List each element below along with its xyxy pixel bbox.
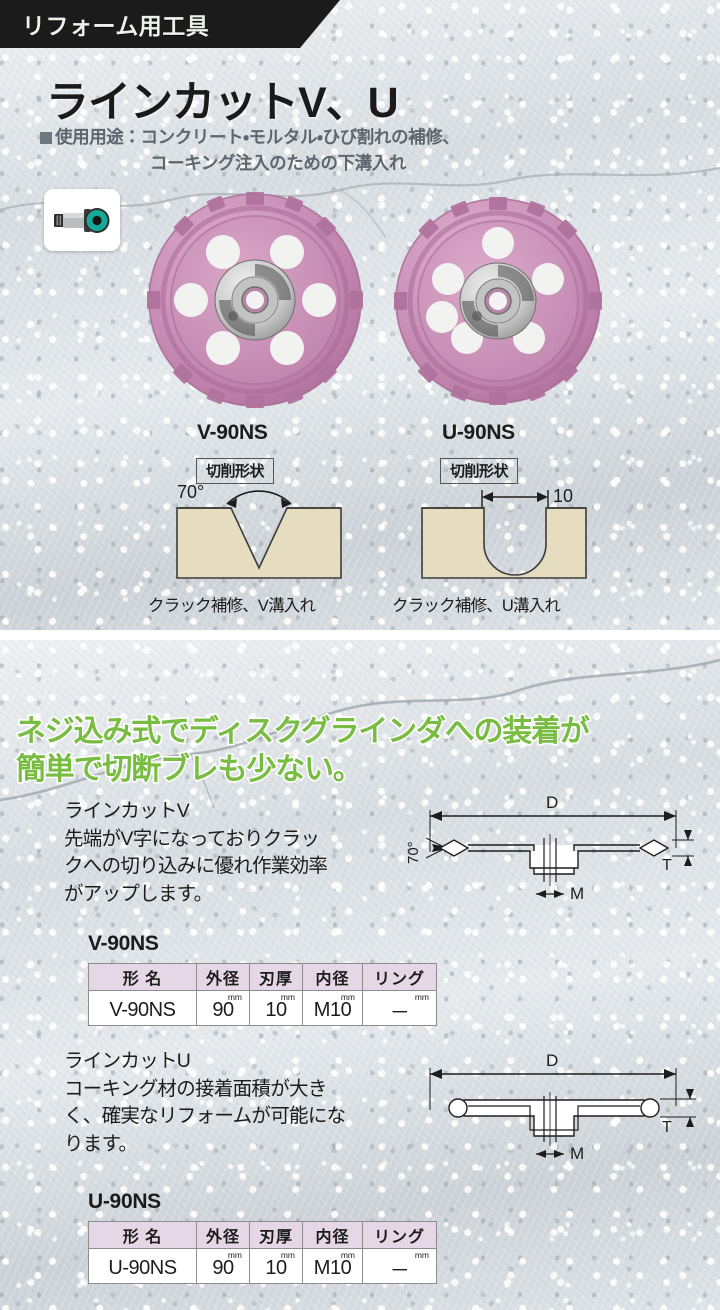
- spec-header-inner-dia-u: 内径: [302, 1221, 363, 1249]
- spec-header-outer-dia-u: 外径: [196, 1221, 250, 1249]
- usage-line-2: コーキング注入のための下溝入れ: [150, 153, 406, 173]
- product-label-v: V-90NS: [197, 421, 268, 444]
- description-u-line-3: く、確実なリフォームが可能にな: [64, 1105, 346, 1128]
- dim-d-label-u: D: [546, 1051, 558, 1070]
- groove-caption-v: クラック補修、V溝入れ: [148, 597, 316, 615]
- groove-caption-u: クラック補修、U溝入れ: [392, 597, 561, 615]
- dim-m-label-u: M: [570, 1144, 584, 1163]
- product-image-v-90ns: [145, 190, 365, 410]
- dim-t-label-u: T: [662, 1119, 672, 1136]
- model-heading-u: U-90NS: [88, 1190, 161, 1213]
- v-groove-diagram: 70°: [176, 482, 342, 579]
- dim-angle-label-v: 70°: [405, 841, 422, 864]
- cutting-shape-box-u: 切削形状: [440, 458, 519, 484]
- description-u-line-2: コーキング材の接着面積が大き: [64, 1077, 327, 1100]
- description-v-line-4: がアップします。: [64, 883, 213, 906]
- unit-thickness-v: mm: [280, 992, 295, 1002]
- technical-drawing-u: D M T: [429, 1051, 696, 1163]
- spec-value-ring-u: mm －: [362, 1248, 437, 1284]
- page-title: ラインカットV、U: [46, 79, 399, 127]
- unit-inner-dia-v: mm: [340, 992, 355, 1002]
- technical-drawing-v: D M T 70°: [405, 793, 694, 903]
- spec-value-thickness-u-text: 10: [265, 1257, 287, 1279]
- model-heading-v: V-90NS: [88, 932, 159, 955]
- spec-value-model-u: U-90NS: [88, 1248, 197, 1284]
- description-v: ラインカットV 先端がV字になっておりクラッ クへの切り込みに優れ作業効率 がア…: [64, 798, 394, 909]
- feature-headline: ネジ込み式でディスクグラインダへの装着が 簡単で切断ブレも少ない。: [14, 713, 716, 789]
- dim-t-label-v: T: [662, 857, 672, 874]
- v-groove-angle-text: 70°: [177, 482, 204, 502]
- spec-value-model-v: V-90NS: [88, 990, 197, 1026]
- u-groove-diagram: 10: [421, 486, 587, 579]
- feature-headline-line-1: ネジ込み式でディスクグラインダへの装着が: [14, 713, 591, 749]
- spec-header-ring-u: リング: [362, 1221, 437, 1249]
- u-groove-width-text: 10: [553, 486, 573, 506]
- spec-value-thickness-v-text: 10: [265, 999, 287, 1021]
- description-v-line-2: 先端がV字になっておりクラッ: [64, 827, 320, 850]
- unit-ring-v: mm: [414, 992, 429, 1002]
- description-u-line-1: ラインカットU: [64, 1050, 191, 1072]
- spec-header-inner-dia-v: 内径: [302, 963, 363, 991]
- spec-value-inner-dia-v-text: M10: [313, 999, 352, 1021]
- description-u: ラインカットU コーキング材の接着面積が大き く、確実なリフォームが可能にな り…: [64, 1048, 394, 1159]
- spec-value-ring-u-text: －: [389, 1260, 410, 1282]
- product-label-u: U-90NS: [442, 421, 515, 444]
- description-v-line-3: クへの切り込みに優れ作業効率: [64, 855, 328, 878]
- unit-ring-u: mm: [414, 1250, 429, 1260]
- unit-inner-dia-u: mm: [340, 1250, 355, 1260]
- feature-headline-line-2: 簡単で切断ブレも少ない。: [14, 751, 364, 787]
- dim-d-label-v: D: [546, 793, 558, 812]
- disc-grinder-icon: [54, 208, 110, 233]
- category-banner-label: リフォーム用工具: [22, 13, 210, 39]
- square-bullet-icon: [40, 132, 52, 144]
- spec-header-model-u: 形 名: [88, 1221, 197, 1249]
- product-image-u-90ns: [392, 195, 604, 407]
- unit-outer-dia-u: mm: [227, 1250, 242, 1260]
- usage-line-1-text: 使用用途：コンクリート・モルタル・ひび割れの補修、: [55, 127, 460, 147]
- spec-value-ring-v-text: －: [389, 1002, 410, 1024]
- spec-value-ring-v: mm －: [362, 990, 437, 1026]
- category-banner: リフォーム用工具: [0, 0, 340, 48]
- spec-header-ring-v: リング: [362, 963, 437, 991]
- description-v-line-1: ラインカットV: [64, 800, 190, 822]
- unit-outer-dia-v: mm: [227, 992, 242, 1002]
- spec-header-thickness-v: 刃厚: [249, 963, 303, 991]
- spec-header-outer-dia-v: 外径: [196, 963, 250, 991]
- usage-line-1: 使用用途：コンクリート・モルタル・ひび割れの補修、: [40, 124, 460, 149]
- spec-value-outer-dia-u-text: 90: [212, 1257, 234, 1279]
- spec-value-inner-dia-u-text: M10: [313, 1257, 352, 1279]
- unit-thickness-u: mm: [280, 1250, 295, 1260]
- spec-table-v-header-row: 形 名 外径 刃厚 内径 リング: [88, 963, 437, 991]
- description-u-line-4: ります。: [64, 1133, 138, 1156]
- dim-m-label-v: M: [570, 884, 584, 903]
- cutting-shape-box-v: 切削形状: [196, 458, 275, 484]
- spec-header-thickness-u: 刃厚: [249, 1221, 303, 1249]
- spec-value-outer-dia-v-text: 90: [212, 999, 234, 1021]
- disc-grinder-icon-box: [44, 189, 120, 251]
- spec-table-u-header-row: 形 名 外径 刃厚 内径 リング: [88, 1221, 437, 1249]
- spec-header-model-v: 形 名: [88, 963, 197, 991]
